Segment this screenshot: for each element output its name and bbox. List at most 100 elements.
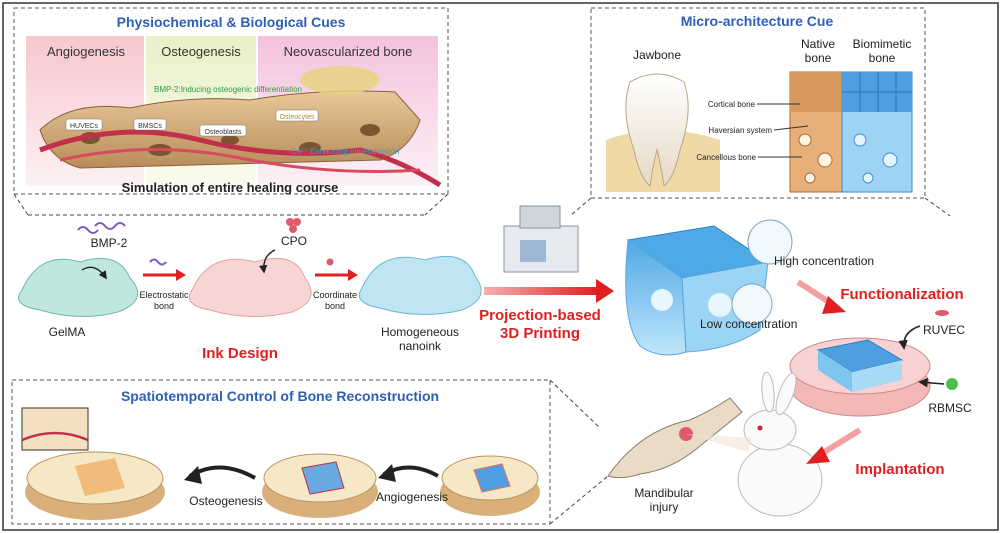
zoom-beam [686, 434, 752, 452]
ruvec-cell [935, 310, 949, 316]
rabbit-eye [757, 425, 763, 431]
rbmsc-label: RBMSC [928, 401, 972, 415]
injury-label: injury [650, 500, 679, 514]
osteocytes-label: Osteocytes [279, 114, 315, 121]
pointer-line [773, 125, 809, 131]
haversian-label: Haversian system [708, 126, 772, 135]
rabbit-ear [775, 372, 797, 416]
functionalization-label: Functionalization [840, 286, 963, 303]
cancellous-pore [798, 133, 812, 147]
rbmsc-cell [946, 378, 958, 390]
cues-panel: Physiochemical & Biological Cues Angioge… [13, 7, 449, 195]
angiogenesis-step-label: Angiogenesis [376, 490, 448, 504]
osteogenesis-scaffold [75, 458, 125, 496]
low-concentration-label: Low concentration [700, 317, 797, 331]
initial-scaffold [473, 463, 511, 493]
mandible-illustration [607, 397, 743, 479]
control-panel: Spatiotemporal Control of Bone Reconstru… [11, 379, 551, 525]
bone-pore [221, 135, 239, 145]
connector-line [569, 197, 592, 217]
inset-vessel [21, 431, 89, 442]
cancellous-pore [817, 152, 833, 168]
cortical-layer [790, 72, 842, 112]
cortical-bone-label: Cortical bone [708, 100, 756, 109]
dish-scaffold-side [818, 350, 852, 392]
printing-arrowhead [596, 279, 614, 303]
cues-title: Physiochemical & Biological Cues [117, 14, 346, 30]
angiogenesis-arrowhead [378, 464, 396, 482]
native-label: Native [801, 37, 835, 51]
printer-window [520, 240, 546, 262]
printer-top [519, 205, 561, 229]
coordinate-label: Coordinate [313, 290, 357, 300]
biomimetic-pore [862, 172, 874, 184]
osteocytes-tag [275, 109, 319, 122]
ink-design-row: GelMA BMP-2 Electrostatic bond CPO Coord… [18, 218, 482, 362]
implantation-label: Implantation [855, 461, 944, 478]
control-panel-border [11, 379, 551, 525]
rabbit-ear [761, 371, 775, 413]
bone-pore [360, 124, 380, 136]
cpo-label: CPO [281, 234, 307, 248]
biomimetic-pore [882, 152, 898, 168]
jaw-inset [21, 407, 89, 451]
homogeneous-label-2: nanoink [399, 339, 442, 353]
connector-line [13, 193, 29, 216]
scaffold-pore [708, 293, 732, 317]
ruvec-arrow [898, 325, 921, 350]
cancellous-pore [804, 172, 816, 184]
homogeneous-label: Homogeneous [381, 325, 459, 339]
jawbone-label: Jawbone [633, 48, 681, 62]
cpo-insert-arrow [259, 249, 276, 274]
bmscs-tag [133, 118, 167, 131]
micro-title: Micro-architecture Cue [681, 13, 834, 29]
printing-label-2: 3D Printing [500, 325, 580, 342]
bmp2-label: BMP-2 [91, 236, 128, 250]
implantation-arrow [816, 427, 862, 459]
cpo-particle [286, 218, 294, 226]
angiogenesis-scaffold [301, 461, 345, 495]
huvecs-label: HUVECs [70, 123, 99, 130]
bmp2-note: BMP-2:Inducing osteogenic differentiatio… [154, 85, 302, 94]
osteoblasts-tag [199, 124, 247, 137]
calcium-note: Ca²⁺:Enhancing mineralization [291, 147, 400, 156]
implantation-arrowhead [806, 446, 830, 464]
angiogenesis-label: Angiogenesis [47, 44, 126, 59]
low-concentration-bubble [731, 283, 773, 325]
osteocyte-cluster [300, 66, 380, 94]
high-concentration-label: High concentration [774, 254, 874, 268]
coordinate-label-2: bond [325, 301, 345, 311]
printing-section: Projection-based 3D Printing High concen… [479, 205, 972, 417]
rabbit-head [743, 409, 797, 451]
healing-caption: Simulation of entire healing course [122, 180, 339, 195]
mandibular-label: Mandibular [634, 486, 693, 500]
bmp2-insert-arrow [81, 266, 107, 280]
scaffold-pore [651, 289, 673, 311]
cpo-particle [293, 218, 301, 226]
neovascularized-bone-label: Neovascularized bone [284, 44, 413, 59]
cancellous-label: Cancellous bone [696, 153, 756, 162]
blood-vessel [39, 129, 442, 188]
functionalization-arrowhead [822, 296, 846, 314]
connector-line [549, 379, 601, 429]
cues-panel-border [13, 7, 449, 195]
blood-vessel [59, 148, 421, 173]
osteogenesis-label: Osteogenesis [161, 44, 241, 59]
ruvec-label: RUVEC [923, 323, 965, 337]
electrostatic-label: Electrostatic [139, 290, 189, 300]
bmp2-molecule [94, 222, 126, 230]
osteogenesis-arrowhead [184, 466, 202, 484]
tooth-illustration [625, 73, 689, 187]
ink-design-label: Ink Design [202, 345, 278, 362]
biomimetic-label: Biomimetic [853, 37, 912, 51]
connector-line [924, 197, 951, 217]
biomimetic-pore [853, 133, 867, 147]
printing-arrow-shaft [484, 287, 596, 295]
rbmsc-arrow [918, 377, 945, 388]
native-label-2: bone [805, 51, 832, 65]
connector-line [549, 475, 609, 525]
osteoblasts-label: Osteoblasts [205, 129, 242, 136]
huvecs-tag [65, 118, 103, 131]
